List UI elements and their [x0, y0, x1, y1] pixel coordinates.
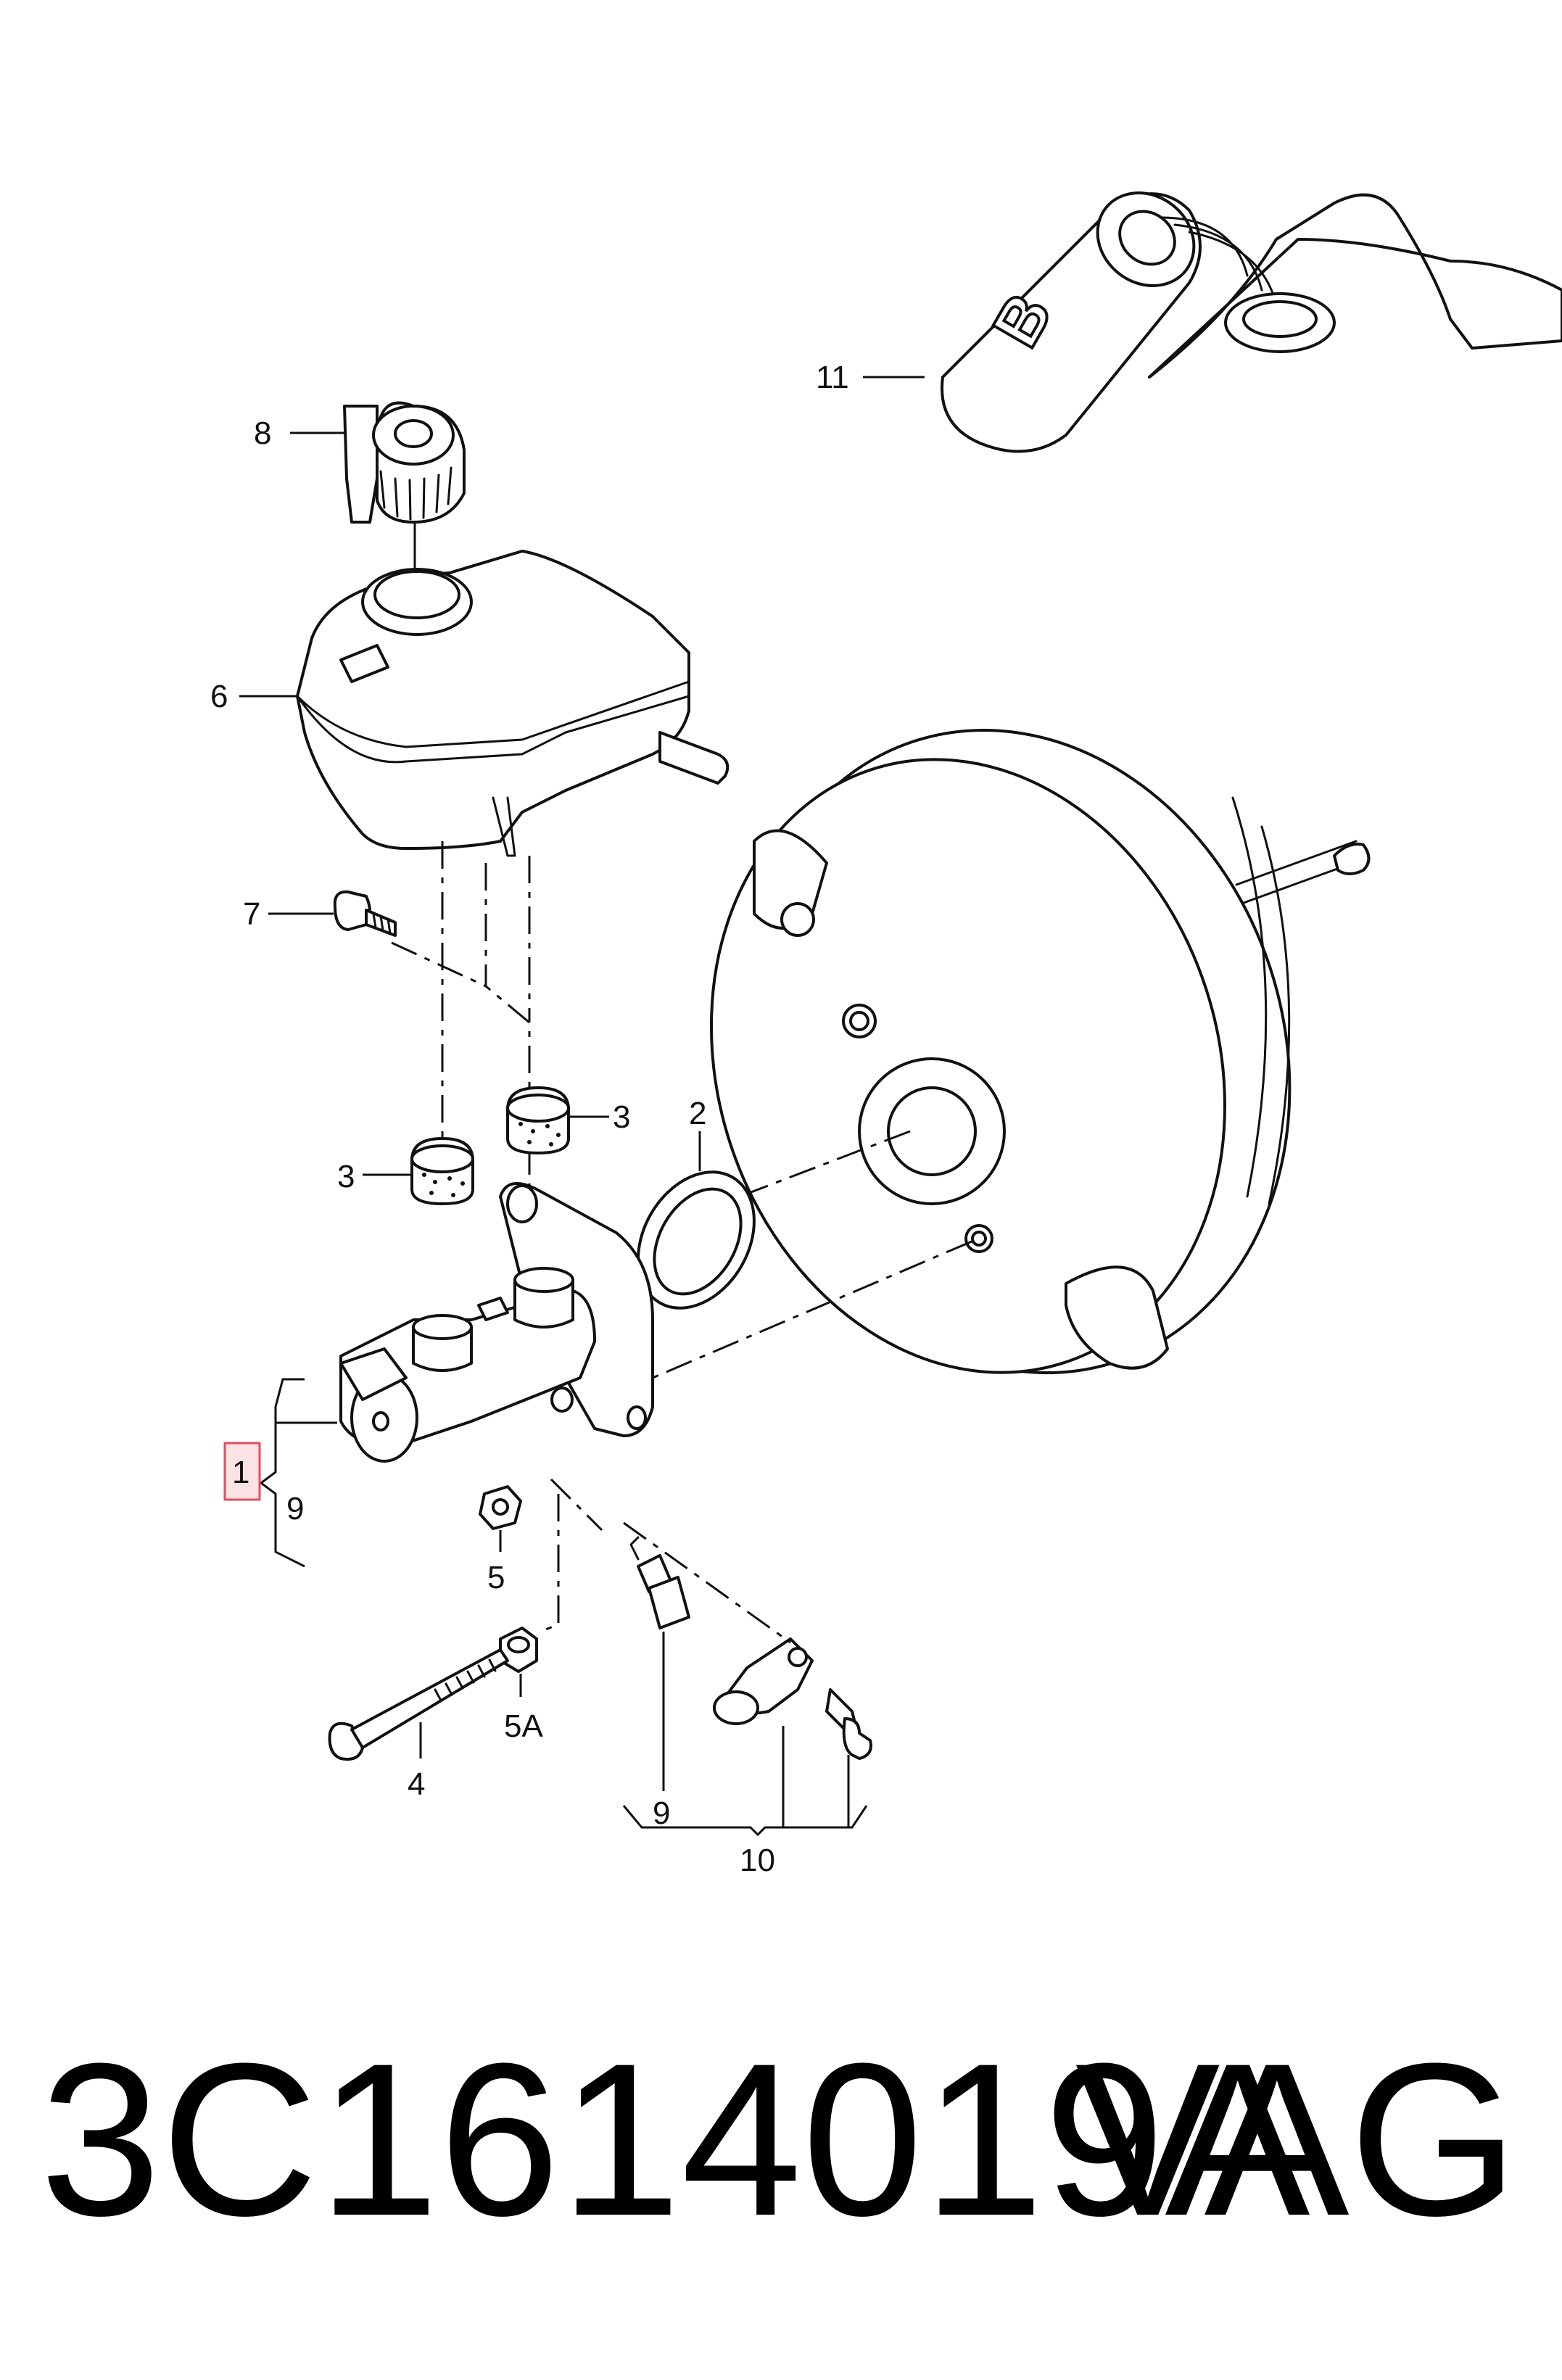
assembly-line-booster-top [739, 1130, 911, 1198]
gasket [637, 1170, 756, 1310]
reservoir-cap [343, 401, 466, 524]
assembly-line-bolt [391, 941, 487, 988]
switch-screw [825, 1688, 872, 1760]
bracket-1-9 [259, 1378, 337, 1568]
long-bolt [328, 1648, 509, 1761]
pressure-sensor [629, 1536, 690, 1629]
callout-7: 7 [243, 896, 260, 932]
callout-3-right: 3 [613, 1099, 630, 1135]
brake-booster [710, 729, 1371, 1374]
brake-fluid-reservoir [296, 550, 730, 857]
brand-name: VAG [1075, 2017, 1518, 2261]
callout-5a: 5A [504, 1708, 543, 1744]
callout-9-bracket: 9 [286, 1491, 304, 1526]
callout-5: 5 [487, 1560, 505, 1595]
callout-11: 11 [816, 360, 849, 395]
part-number: 3C1614019A [40, 2017, 1310, 2261]
assembly-line-5a [540, 1494, 560, 1633]
bracket-10 [622, 1805, 868, 1837]
callout-4: 4 [408, 1767, 425, 1802]
callout-9-lower: 9 [653, 1796, 670, 1831]
callout-10: 10 [740, 1843, 775, 1878]
master-cylinder [339, 1182, 654, 1463]
callout-1: 1 [232, 1455, 249, 1490]
assembly-line-switch [623, 1521, 791, 1644]
reservoir-bolt [333, 890, 397, 937]
assembly-line-sensor [550, 1478, 603, 1532]
washer-nut [499, 1627, 538, 1673]
callout-6: 6 [210, 679, 228, 714]
callout-1-highlight [223, 1442, 261, 1501]
brake-light-switch [713, 1637, 814, 1725]
callout-8: 8 [254, 416, 271, 451]
callout-2: 2 [689, 1096, 706, 1131]
grommet-left [410, 1137, 474, 1205]
nut [479, 1485, 522, 1530]
callout-3-left: 3 [337, 1159, 355, 1194]
brake-fluid-bottle: B [941, 191, 1562, 453]
exploded-view-drawing: B 11 8 6 7 3 [210, 191, 1562, 1878]
grommet-right [506, 1086, 570, 1154]
assembly-line-booster-bottom [652, 1240, 972, 1379]
